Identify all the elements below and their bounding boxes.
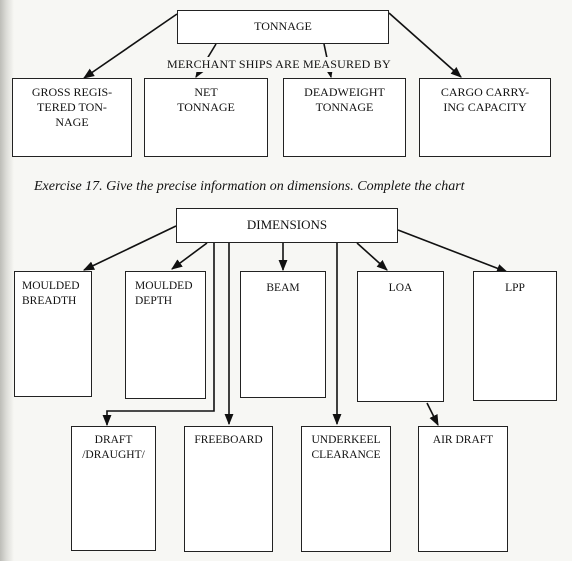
freeboard-label: FREEBOARD <box>194 434 263 446</box>
arrow-to-cargo <box>388 12 462 78</box>
dimensions-title-box: DIMENSIONS <box>176 208 398 243</box>
arrow-to-moulded-breadth <box>82 225 177 271</box>
arrow-to-gross <box>83 13 178 79</box>
page-edge-shadow <box>0 0 14 561</box>
freeboard-box: FREEBOARD <box>184 426 273 552</box>
moulded-depth-line2: DEPTH <box>135 295 173 307</box>
loa-box: LOA <box>357 271 444 402</box>
net-tonnage-line1: NET <box>194 85 218 99</box>
dimensions-title: DIMENSIONS <box>246 217 328 232</box>
draft-line2: /DRAUGHT/ <box>82 449 145 461</box>
cargo-capacity-line2: ING CAPACITY <box>443 100 527 114</box>
lpp-box: LPP <box>473 271 557 401</box>
beam-box: BEAM <box>240 271 326 398</box>
underkeel-line2: CLEARANCE <box>311 449 381 461</box>
moulded-depth-box: MOULDED DEPTH <box>125 271 206 399</box>
tonnage-title: TONNAGE <box>254 19 312 33</box>
beam-label: BEAM <box>266 282 300 294</box>
gross-tonnage-line3: NAGE <box>55 115 89 129</box>
arrow-to-lpp <box>397 229 509 273</box>
moulded-depth-line1: MOULDED <box>135 280 193 292</box>
arrow-to-air-draft <box>426 402 439 427</box>
cargo-capacity-line1: CARGO CARRY- <box>440 85 530 99</box>
draft-box: DRAFT /DRAUGHT/ <box>71 426 156 551</box>
loa-label: LOA <box>388 282 413 294</box>
moulded-breadth-line1: MOULDED <box>22 280 80 292</box>
deadweight-tonnage-line2: TONNAGE <box>315 100 374 114</box>
gross-tonnage-box: GROSS REGIS- TERED TON- NAGE <box>12 78 132 157</box>
deadweight-tonnage-line1: DEADWEIGHT <box>304 85 385 99</box>
exercise-heading: Exercise 17. Give the precise informatio… <box>34 179 465 194</box>
moulded-breadth-line2: BREADTH <box>22 295 77 307</box>
underkeel-clearance-box: UNDERKEEL CLEARANCE <box>301 426 391 552</box>
merchant-ships-caption: MERCHANT SHIPS ARE MEASURED BY <box>166 57 392 72</box>
moulded-breadth-box: MOULDED BREADTH <box>14 271 92 397</box>
arrow-to-loa <box>356 242 388 271</box>
gross-tonnage-line1: GROSS REGIS- <box>31 85 113 99</box>
net-tonnage-box: NET TONNAGE <box>144 78 268 157</box>
air-draft-box: AIR DRAFT <box>418 426 508 552</box>
underkeel-line1: UNDERKEEL <box>311 434 381 446</box>
deadweight-tonnage-box: DEADWEIGHT TONNAGE <box>283 78 406 157</box>
arrow-to-moulded-depth <box>171 242 208 270</box>
tonnage-title-box: TONNAGE <box>177 10 389 44</box>
draft-line1: DRAFT <box>94 434 133 446</box>
arrow-to-draft <box>102 243 215 427</box>
cargo-capacity-box: CARGO CARRY- ING CAPACITY <box>419 78 551 157</box>
net-tonnage-line2: TONNAGE <box>177 100 235 114</box>
gross-tonnage-line2: TERED TON- <box>37 100 107 114</box>
air-draft-label: AIR DRAFT <box>432 434 494 446</box>
lpp-label: LPP <box>505 282 525 294</box>
